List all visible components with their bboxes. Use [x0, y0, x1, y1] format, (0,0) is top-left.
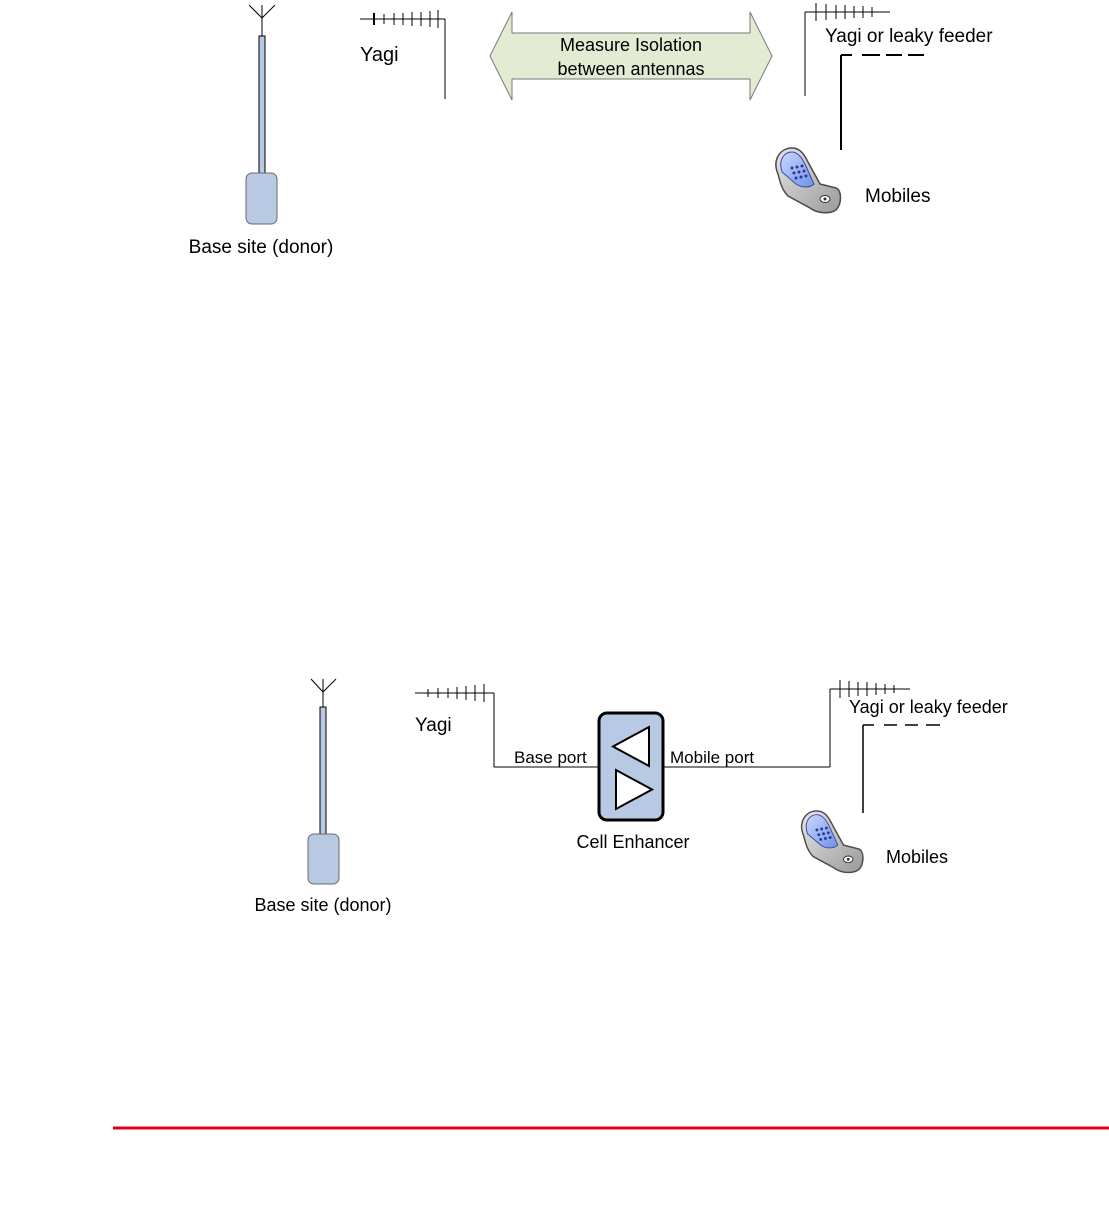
- base-site-label: Base site (donor): [189, 237, 334, 258]
- yagi-or-feeder-label-bottom: Yagi or leaky feeder: [849, 697, 1008, 717]
- yagi-or-feeder-label: Yagi or leaky feeder: [825, 26, 993, 47]
- yagi-or-feeder-antenna-icon-bottom: [830, 680, 910, 767]
- arrow-text-line1: Measure Isolation: [560, 35, 702, 55]
- leaky-feeder-line-bottom: [863, 725, 940, 813]
- cell-enhancer-icon: [599, 713, 663, 820]
- mobile-phone-icon: [776, 148, 841, 213]
- base-site-mast: [246, 5, 277, 224]
- yagi-label-bottom: Yagi: [415, 715, 452, 736]
- bottom-diagram: Base site (donor) Yagi Base port Mobile …: [254, 679, 1007, 915]
- base-site-label-bottom: Base site (donor): [254, 895, 391, 915]
- isolation-double-arrow: [490, 12, 772, 100]
- cell-enhancer-label: Cell Enhancer: [576, 832, 689, 852]
- mobile-port-label: Mobile port: [670, 748, 754, 767]
- leaky-feeder-line: [841, 55, 924, 150]
- mobiles-label: Mobiles: [865, 186, 930, 207]
- base-port-label: Base port: [514, 748, 587, 767]
- yagi-label: Yagi: [360, 44, 399, 66]
- top-diagram: Base site (donor) Yagi Measure Isolation…: [189, 3, 994, 258]
- yagi-or-feeder-antenna-icon: [805, 3, 890, 96]
- base-site-mast-bottom: [308, 679, 339, 884]
- mobile-phone-icon-bottom: [802, 811, 863, 873]
- mobiles-label-bottom: Mobiles: [886, 847, 948, 867]
- arrow-text-line2: between antennas: [557, 59, 704, 79]
